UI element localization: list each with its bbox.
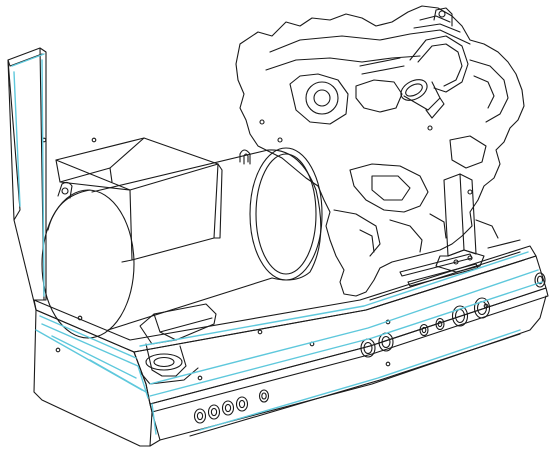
frame-holes-left xyxy=(193,389,270,424)
engine-block xyxy=(235,5,525,297)
air-intake-elbow xyxy=(400,7,469,119)
terminal-box xyxy=(55,137,223,263)
engine-support-post xyxy=(435,173,485,273)
frame-holes-right xyxy=(419,272,546,337)
base-frame xyxy=(33,239,549,447)
accent-lines xyxy=(11,53,543,435)
control-panel xyxy=(7,47,97,311)
front-rail xyxy=(133,255,547,405)
alternator-end-cap xyxy=(41,189,135,339)
left-rail xyxy=(33,309,153,447)
alternator xyxy=(41,147,323,339)
